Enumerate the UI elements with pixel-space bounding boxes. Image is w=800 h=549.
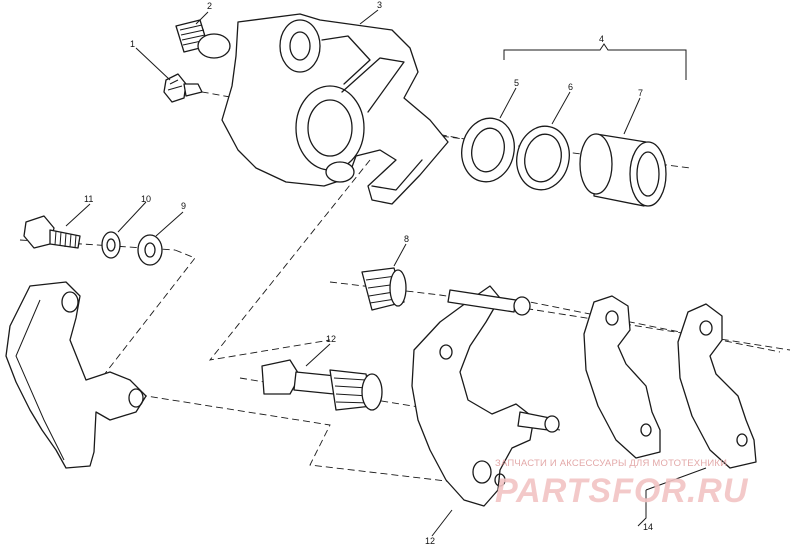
callout-10: 10 bbox=[141, 194, 151, 204]
callout-2: 2 bbox=[207, 1, 212, 11]
callout-3: 3 bbox=[377, 0, 382, 10]
callout-11: 11 bbox=[84, 194, 93, 204]
callout-14: 14 bbox=[643, 522, 653, 532]
dust-seal bbox=[516, 125, 570, 191]
group-bracket bbox=[503, 43, 687, 80]
piston bbox=[579, 133, 667, 207]
watermark-logo: PARTSFOR.RU bbox=[495, 472, 749, 510]
bleeder-cap bbox=[175, 19, 231, 59]
mounting-bolt bbox=[23, 215, 81, 249]
watermark: ЗАПЧАСТИ И АКСЕССУАРЫ ДЛЯ МОТОТЕХНИКИ PA… bbox=[495, 458, 749, 510]
brake-pad-inner bbox=[583, 295, 661, 459]
callout-8: 8 bbox=[404, 234, 409, 244]
lock-washer bbox=[101, 231, 121, 259]
caliper-body bbox=[221, 13, 449, 205]
carrier-bracket bbox=[411, 285, 560, 507]
callout-12-bracket: 12 bbox=[425, 536, 435, 546]
callout-9: 9 bbox=[181, 201, 186, 211]
slide-boot bbox=[361, 267, 407, 311]
callout-12-pin: 12 bbox=[326, 334, 336, 344]
callout-4: 4 bbox=[599, 34, 604, 44]
callout-labels: 1 2 3 4 5 6 7 8 9 10 11 12 12 14 bbox=[84, 0, 653, 546]
flat-washer bbox=[137, 234, 163, 266]
callout-5: 5 bbox=[514, 78, 519, 88]
slide-pin bbox=[261, 359, 383, 411]
leader-lines bbox=[65, 9, 707, 537]
watermark-tagline: ЗАПЧАСТИ И АКСЕССУАРЫ ДЛЯ МОТОТЕХНИКИ bbox=[495, 458, 727, 469]
bleeder-screw bbox=[163, 73, 203, 103]
seal-ring bbox=[461, 117, 515, 183]
mounting-bracket bbox=[5, 281, 147, 469]
callout-7: 7 bbox=[638, 88, 643, 98]
callout-6: 6 bbox=[568, 82, 573, 92]
brake-pad-outer bbox=[677, 303, 757, 469]
callout-1: 1 bbox=[130, 39, 135, 49]
